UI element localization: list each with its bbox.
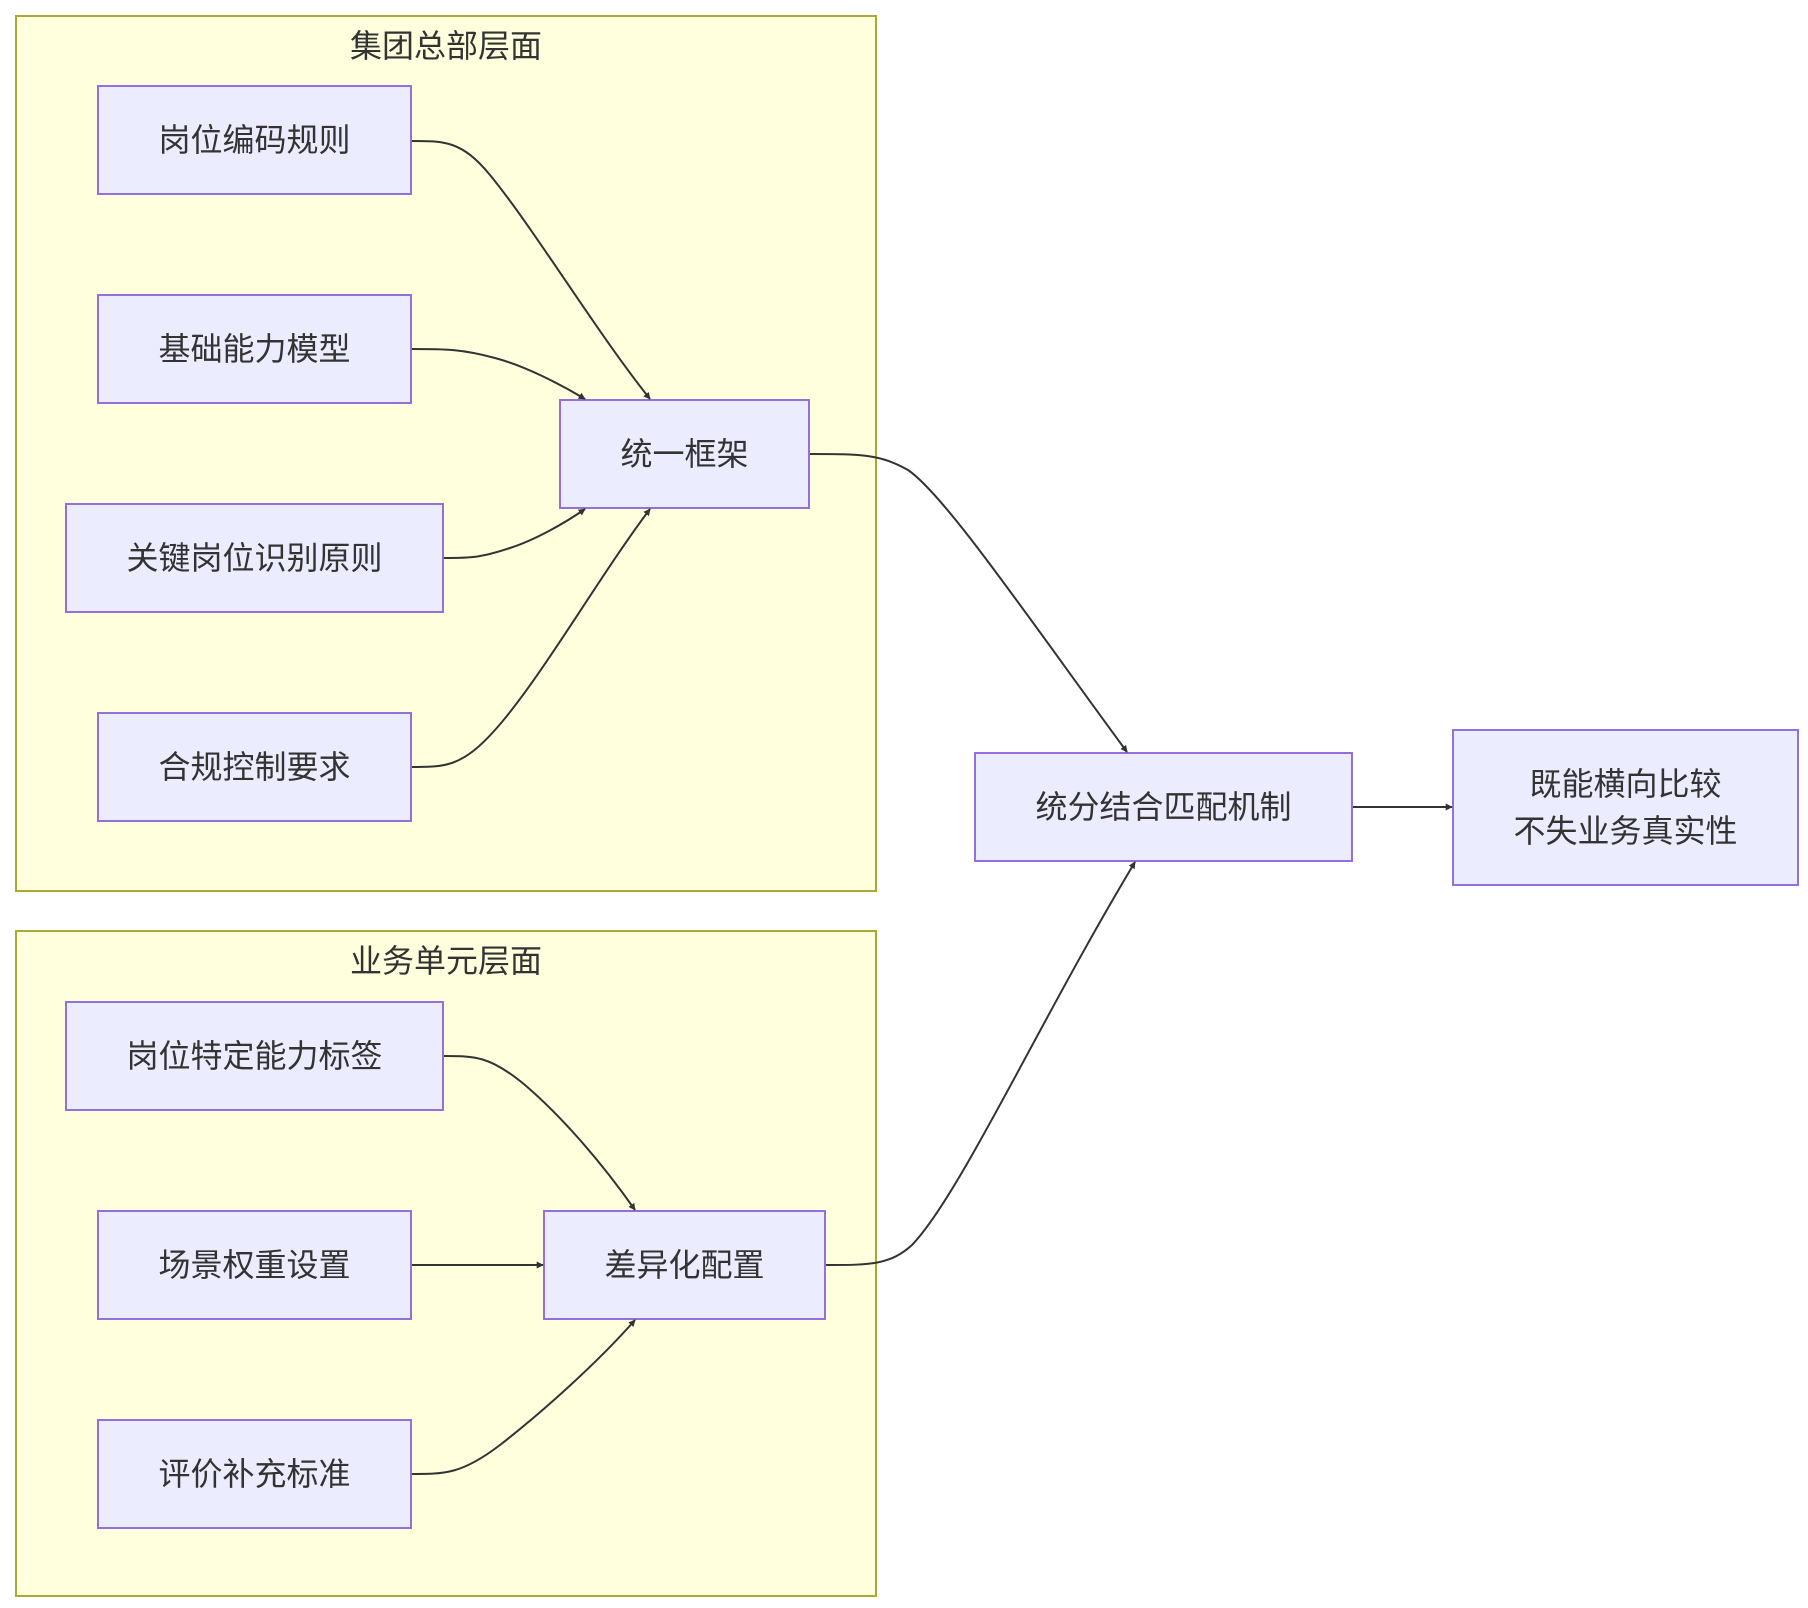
- node-eval-label: 评价补充标准: [158, 1454, 351, 1493]
- edge-diff-to-match: [825, 861, 1136, 1266]
- node-weight-label: 场景权重设置: [158, 1245, 351, 1284]
- node-tag: 岗位特定能力标签: [65, 1001, 444, 1111]
- node-compliance: 合规控制要求: [97, 712, 412, 822]
- node-result-line2: 不失业务真实性: [1513, 811, 1738, 850]
- node-match: 统分结合匹配机制: [974, 752, 1353, 862]
- node-weight: 场景权重设置: [97, 1210, 412, 1320]
- node-base-model: 基础能力模型: [97, 294, 412, 404]
- edge-code-rule-to-unified: [411, 140, 651, 400]
- node-diff-label: 差异化配置: [604, 1245, 765, 1284]
- edge-key-role-to-unified: [443, 508, 586, 559]
- edge-eval-to-diff: [411, 1319, 636, 1475]
- node-key-role: 关键岗位识别原则: [65, 503, 444, 613]
- node-base-model-label: 基础能力模型: [158, 329, 351, 368]
- node-key-role-label: 关键岗位识别原则: [126, 538, 383, 577]
- edge-base-model-to-unified: [411, 348, 586, 400]
- node-unified-label: 统一框架: [620, 434, 749, 473]
- edge-tag-to-diff: [443, 1055, 636, 1211]
- edge-compliance-to-unified: [411, 508, 651, 768]
- node-diff: 差异化配置: [543, 1210, 826, 1320]
- node-unified: 统一框架: [559, 399, 810, 509]
- node-result: 既能横向比较 不失业务真实性: [1452, 729, 1799, 886]
- edge-unified-to-match: [809, 453, 1128, 753]
- cluster-bu-title: 业务单元层面: [349, 942, 542, 980]
- cluster-hq-title: 集团总部层面: [349, 27, 542, 65]
- node-result-line1: 既能横向比较: [1529, 765, 1722, 804]
- node-code-rule: 岗位编码规则: [97, 85, 412, 195]
- node-compliance-label: 合规控制要求: [158, 747, 351, 786]
- node-code-rule-label: 岗位编码规则: [158, 120, 351, 159]
- node-match-label: 统分结合匹配机制: [1035, 787, 1292, 826]
- node-tag-label: 岗位特定能力标签: [126, 1036, 383, 1075]
- node-eval: 评价补充标准: [97, 1419, 412, 1529]
